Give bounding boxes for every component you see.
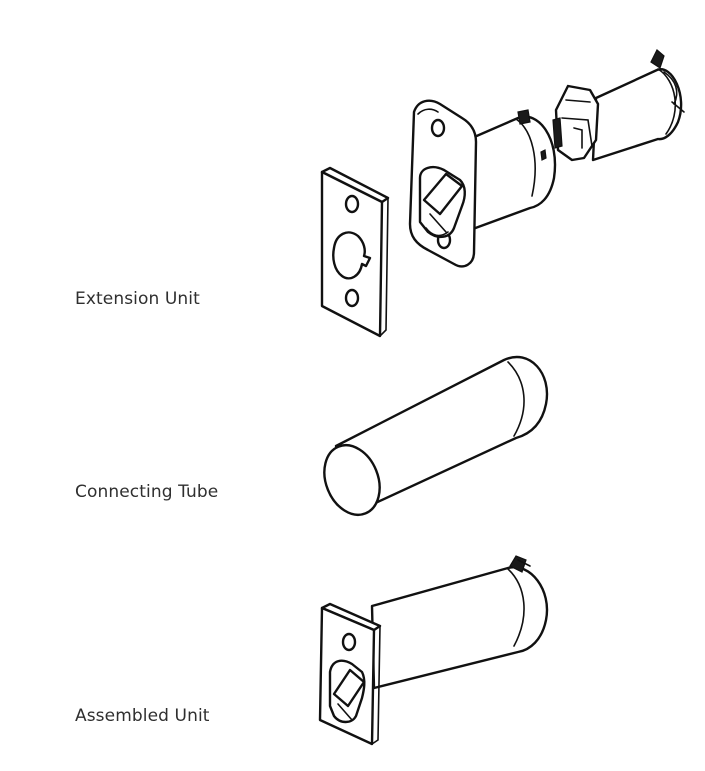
assembled-unit-label: Assembled Unit: [75, 706, 210, 726]
extension-unit-label: Extension Unit: [75, 289, 200, 309]
extension-housing: [408, 99, 557, 268]
connecting-tube-illustration: [323, 355, 549, 516]
assembled-unit-illustration: [318, 555, 549, 746]
extension-unit-illustration: [320, 49, 685, 338]
extension-cylinder: [552, 49, 685, 162]
connecting-tube-label: Connecting Tube: [75, 482, 219, 502]
extension-strike-plate: [320, 166, 390, 338]
